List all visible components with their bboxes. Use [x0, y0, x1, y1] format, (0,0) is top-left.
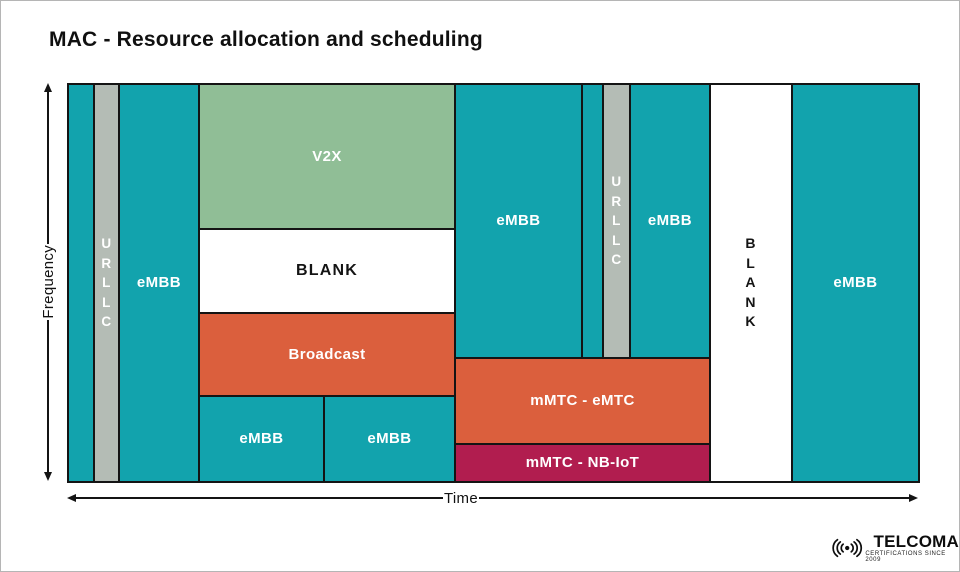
block-label: eMBB: [136, 274, 182, 292]
block-embb: eMBB: [793, 85, 918, 481]
block-label: V2X: [312, 147, 342, 165]
radio-waves-icon: [832, 538, 863, 558]
axis-line: [76, 497, 444, 499]
frequency-axis: Frequency: [37, 83, 59, 482]
logo-tagline: CERTIFICATIONS SINCE 2009: [865, 551, 946, 563]
block-embb: eMBB: [631, 85, 709, 357]
block-label: eMBB: [496, 212, 541, 230]
block-embb: eMBB: [120, 85, 198, 481]
time-axis: Time: [67, 489, 918, 507]
axis-line: [479, 497, 909, 499]
allocation-canvas: U R L L C eMBB V2X BLANK Broadcast eMBB eMBB eM…: [67, 83, 920, 483]
block-label: U R L L C: [101, 236, 112, 330]
page-title: MAC - Resource allocation and scheduling: [49, 28, 483, 51]
block-unlabeled: [69, 85, 93, 481]
block-urllc: U R L L C: [95, 85, 118, 481]
block-label: U R L L C: [611, 174, 622, 268]
block-label: Broadcast: [288, 345, 366, 363]
arrow-left-icon: [67, 494, 76, 502]
logo-text: TELCOMA CERTIFICATIONS SINCE 2009: [865, 533, 959, 563]
block-broadcast: Broadcast: [200, 314, 454, 395]
block-mmtc-emtc: mMTC - eMTC: [456, 359, 709, 443]
block-label: eMBB: [833, 274, 878, 292]
block-blank: B L A N K: [711, 85, 791, 481]
block-label: BLANK: [295, 261, 358, 279]
block-mmtc-nb-iot: mMTC - NB-IoT: [456, 445, 709, 481]
axis-line: [47, 92, 49, 245]
block-label: B L A N K: [745, 235, 757, 330]
block-label: eMBB: [239, 430, 284, 448]
block-label: eMBB: [367, 430, 412, 448]
axis-line: [47, 319, 49, 473]
block-embb: eMBB: [325, 397, 454, 481]
arrow-right-icon: [909, 494, 918, 502]
block-unlabeled: [583, 85, 602, 357]
logo-name: TELCOMA: [873, 532, 959, 551]
block-v2x: V2X: [200, 85, 454, 228]
telcoma-logo: TELCOMA CERTIFICATIONS SINCE 2009: [831, 531, 959, 565]
time-axis-label: Time: [444, 489, 478, 507]
frequency-axis-label: Frequency: [39, 245, 57, 319]
arrow-up-icon: [44, 83, 52, 92]
block-label: mMTC - eMTC: [530, 392, 635, 410]
arrow-down-icon: [44, 472, 52, 482]
block-blank: BLANK: [200, 230, 454, 312]
block-label: mMTC - NB-IoT: [525, 454, 640, 472]
block-embb: eMBB: [200, 397, 323, 481]
block-label: eMBB: [647, 212, 693, 230]
block-urllc: U R L L C: [604, 85, 629, 357]
block-embb: eMBB: [456, 85, 581, 357]
